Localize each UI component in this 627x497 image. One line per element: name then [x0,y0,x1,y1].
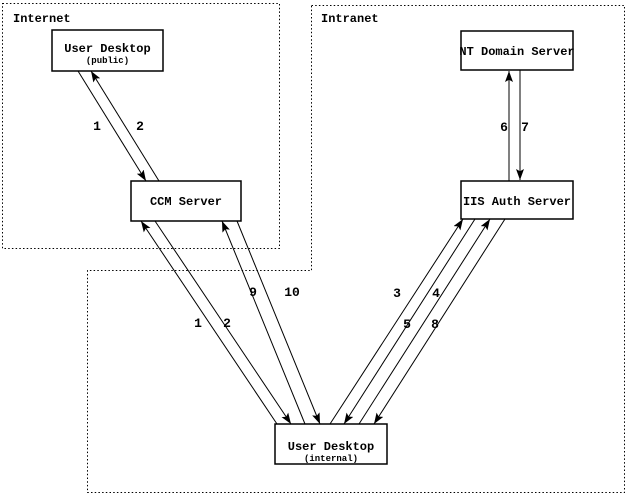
internet-zone-border [2,3,280,249]
node-user-desktop-internal [274,423,388,465]
user-desktop-internal-title: User Desktop [288,440,374,454]
edge-label-3: 3 [393,286,401,301]
edge-label-6: 6 [500,120,508,135]
arrow-desktop-internal-to-iis-3 [329,218,464,425]
arrow-iis-to-desktop-internal-8 [373,218,506,425]
nt-domain-server-title: NT Domain Server [459,45,574,59]
node-user-desktop-public [51,29,164,72]
edge-label-1-internal: 1 [194,316,202,331]
arrow-desktop-internal-to-iis-5 [358,218,491,425]
arrow-ccm-to-desktop-internal-10 [236,220,321,425]
edge-label-1-public: 1 [93,119,101,134]
node-ccm-server [130,180,242,222]
arrow-ccm-to-desktop-internal [154,220,292,425]
edge-label-7: 7 [521,120,529,135]
edge-label-10: 10 [284,285,300,300]
node-nt-domain-server [460,30,574,71]
intranet-zone-label: Intranet [321,12,379,26]
iis-auth-server-title: IIS Auth Server [463,195,571,209]
arrow-ccm-to-desktop-public [90,70,160,182]
edge-label-2-internal: 2 [223,316,231,331]
arrow-iis-to-desktop-internal-4 [343,218,476,425]
edge-label-9: 9 [249,285,257,300]
arrow-desktop-public-to-ccm [77,70,147,182]
edge-label-8: 8 [431,317,439,332]
arrow-desktop-internal-to-ccm [140,220,278,425]
edge-label-2-public: 2 [136,119,144,134]
edge-label-5: 5 [403,317,411,332]
user-desktop-public-title: User Desktop [64,42,150,56]
edge-label-4: 4 [432,286,440,301]
user-desktop-public-subtitle: (public) [86,56,129,66]
arrow-desktop-internal-to-ccm-9 [221,220,306,425]
node-iis-auth-server [460,180,574,220]
internet-zone-label: Internet [13,12,71,26]
intranet-zone-border [87,5,625,493]
ccm-server-title: CCM Server [150,195,222,209]
user-desktop-internal-subtitle: (internal) [304,454,358,464]
